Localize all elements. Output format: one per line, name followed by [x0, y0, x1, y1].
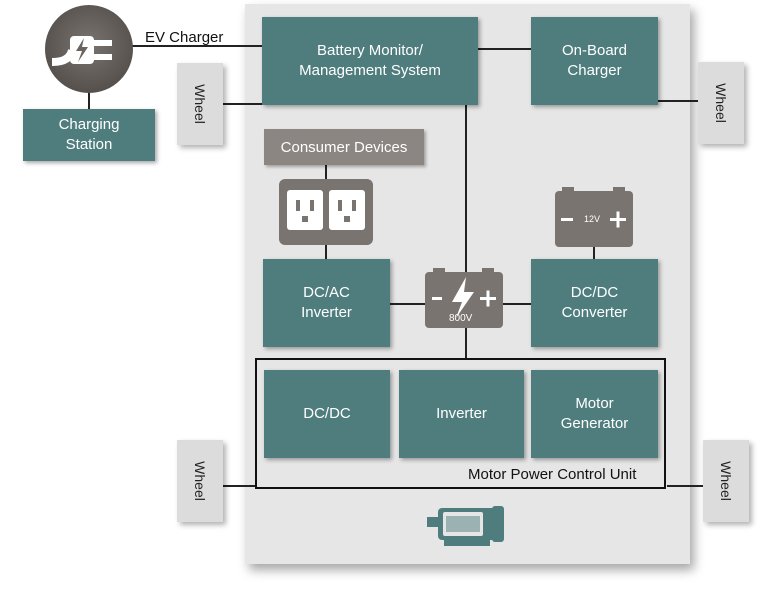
dc-dc-box: DC/DC: [264, 370, 390, 458]
wheel-bottom-right: Wheel: [703, 440, 749, 522]
dc-ac-inverter-box: DC/AC Inverter: [263, 259, 390, 347]
wheel-line-tl: [222, 103, 262, 105]
dc-ac-inverter-label: DC/AC Inverter: [301, 284, 352, 321]
bms-charger-line: [478, 48, 532, 50]
inverter-box: Inverter: [399, 370, 524, 458]
battery-800v-label: 800V: [449, 313, 473, 324]
charging-station-box: Charging Station: [23, 109, 155, 161]
consumer-devices-box: Consumer Devices: [264, 129, 424, 165]
ev-charger-label: EV Charger: [145, 29, 224, 46]
motor-generator-box: Motor Generator: [531, 370, 658, 458]
consumer-line: [325, 165, 327, 179]
minus-icon: [432, 297, 442, 300]
battery-converter-line: [502, 303, 532, 305]
mpcu-label: Motor Power Control Unit: [468, 466, 637, 483]
dc-dc-converter-box: DC/DC Converter: [531, 259, 658, 347]
ev-charger-line: [130, 45, 263, 47]
wheel-top-right: Wheel: [698, 62, 744, 144]
on-board-charger-label: On-Board Charger: [561, 42, 628, 79]
bolt-icon: [76, 38, 88, 62]
inverter-label: Inverter: [436, 405, 487, 422]
consumer-devices-label: Consumer Devices: [280, 138, 408, 156]
motor-generator-label: Motor Generator: [560, 395, 629, 432]
battery-management-label: Battery Monitor/ Management System: [299, 42, 441, 79]
battery-12v-label: 12V: [584, 214, 601, 224]
station-line: [88, 92, 90, 110]
outlet-inverter-line: [325, 245, 327, 259]
wheel-line-tr: [658, 100, 698, 102]
minus-icon: [561, 218, 573, 221]
dc-dc-converter-label: DC/DC Converter: [561, 284, 628, 321]
main-bus-line: [465, 105, 467, 358]
wheel-line-bl: [222, 485, 256, 487]
charging-station-label: Charging Station: [58, 116, 120, 153]
wheel-top-left: Wheel: [177, 63, 223, 145]
battery-management-box: Battery Monitor/ Management System: [262, 17, 478, 105]
on-board-charger-box: On-Board Charger: [531, 17, 658, 105]
mpcu-container: [255, 358, 666, 489]
12v-converter-line: [593, 247, 595, 259]
dc-dc-label: DC/DC: [303, 405, 351, 422]
battery-12v-icon: [555, 191, 633, 247]
wheel-bottom-left: Wheel: [177, 440, 223, 522]
bolt-icon: [452, 277, 474, 318]
motor-icon: [427, 506, 504, 546]
inverter-battery-line: [390, 303, 426, 305]
wheel-line-br: [667, 485, 703, 487]
